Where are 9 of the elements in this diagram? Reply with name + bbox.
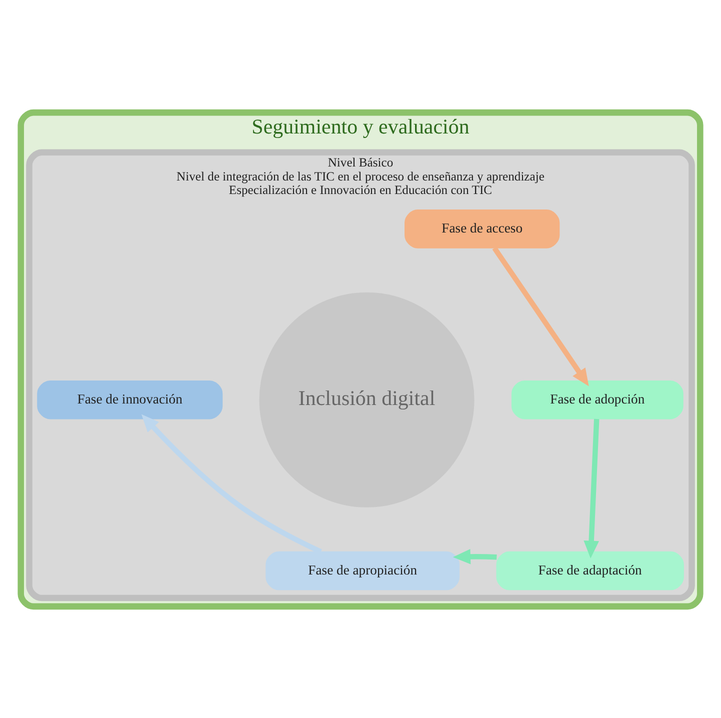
node-box: Fase de apropiación <box>266 550 460 590</box>
arrow <box>492 246 589 386</box>
arrow <box>584 418 600 558</box>
node-box: Fase de adopción <box>511 380 684 419</box>
node-box: Fase de adaptación <box>496 550 684 590</box>
arrow <box>452 548 497 564</box>
arrow <box>141 414 322 554</box>
node-box: Fase de acceso <box>404 209 560 248</box>
node-box: Fase de innovación <box>37 380 223 419</box>
